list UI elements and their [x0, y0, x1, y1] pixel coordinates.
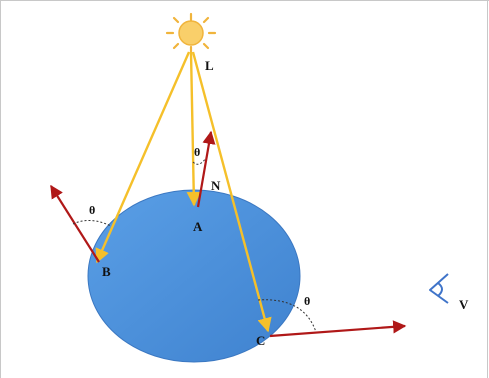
- normal-vectors: [50, 130, 407, 338]
- theta-label-b: θ: [89, 203, 95, 217]
- theta-label-c: θ: [304, 294, 310, 308]
- normal-at-a: [196, 130, 216, 208]
- label-a: A: [193, 219, 203, 234]
- frame-border-top: [0, 0, 489, 1]
- light-ray-to-c: [191, 51, 272, 333]
- sun-icon: [165, 12, 217, 55]
- light-ray-to-a: [186, 51, 201, 207]
- light-ray-to-b: [95, 51, 191, 264]
- label-b: B: [102, 264, 111, 279]
- label-c: C: [256, 333, 265, 348]
- frame-border-right: [487, 0, 488, 378]
- sphere: [87, 189, 301, 363]
- theta-label-a: θ: [194, 145, 200, 159]
- label-n: N: [211, 178, 221, 193]
- angle-arc-c: [257, 299, 317, 333]
- angle-arc-b: [72, 220, 112, 227]
- label-l: L: [205, 58, 214, 73]
- angle-arc-a: [192, 157, 207, 165]
- light-rays: [95, 51, 272, 333]
- eye-icon: [429, 273, 449, 304]
- normal-at-b: [50, 184, 100, 263]
- reflection-at-c: [269, 320, 407, 338]
- frame-border-left: [0, 0, 1, 378]
- label-v: V: [459, 297, 469, 312]
- angle-arcs: [72, 157, 317, 333]
